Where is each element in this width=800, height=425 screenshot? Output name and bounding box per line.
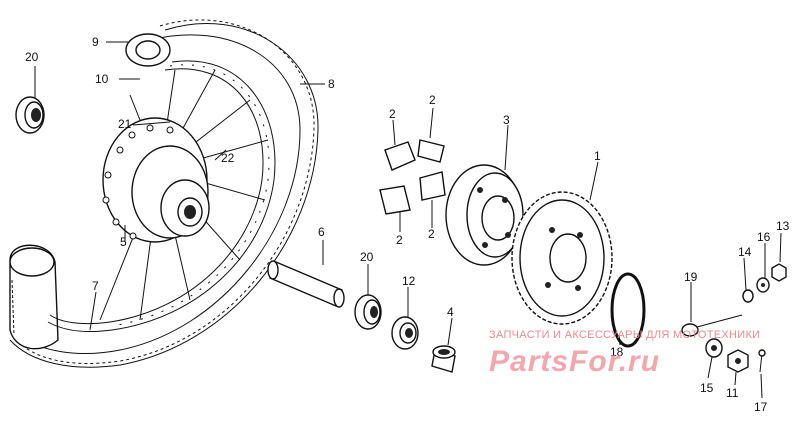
label-part-1: 1 [594, 149, 601, 163]
label-part-2-b: 2 [429, 93, 436, 107]
label-part-16: 16 [757, 230, 771, 244]
nut-13 [771, 263, 787, 282]
label-part-19: 19 [684, 270, 698, 284]
hub [102, 117, 210, 243]
label-part-2-a: 2 [389, 107, 396, 121]
tire [9, 19, 319, 368]
oil-seal [391, 316, 419, 350]
tube-section-top [125, 33, 171, 67]
label-part-4: 4 [447, 305, 454, 319]
collar-4 [431, 345, 456, 373]
distance-collar [267, 260, 345, 308]
driven-flange [445, 164, 524, 266]
label-part-5: 5 [120, 235, 127, 249]
driven-sprocket [511, 191, 613, 325]
label-part-20-middle: 20 [360, 250, 374, 264]
label-part-21: 21 [118, 117, 132, 131]
rim [47, 60, 276, 333]
part-labels: 9 10 20 21 22 8 7 5 6 20 12 4 2 2 2 2 3 … [25, 35, 790, 414]
label-part-10: 10 [95, 72, 109, 86]
label-part-22: 22 [221, 151, 235, 165]
label-part-2-c: 2 [396, 233, 403, 247]
cotter-pin-17 [758, 349, 766, 373]
adjuster-bolt [681, 314, 743, 337]
bearing-20-left [15, 96, 45, 134]
label-part-12: 12 [402, 274, 416, 288]
label-part-18: 18 [610, 345, 624, 359]
label-part-13: 13 [776, 219, 790, 233]
label-part-15: 15 [700, 381, 714, 395]
tire-section-left [9, 244, 59, 350]
label-part-9: 9 [92, 35, 99, 49]
label-part-8: 8 [328, 77, 335, 91]
nut-11 [727, 349, 749, 373]
label-part-17: 17 [754, 400, 768, 414]
washer-14 [742, 289, 754, 303]
watermark-caption: ЗАПЧАСТИ И АКСЕССУАРЫ ДЛЯ МОТОТЕХНИКИ [489, 329, 761, 341]
damper-rubbers [379, 139, 446, 215]
label-part-3: 3 [503, 113, 510, 127]
label-part-14: 14 [738, 245, 752, 259]
bearing-20-middle [354, 294, 382, 330]
label-part-20: 20 [25, 50, 39, 64]
label-part-7: 7 [92, 279, 99, 293]
washer-15 [705, 338, 723, 358]
watermark-logo: PartsFor.ru [489, 345, 661, 378]
label-part-6: 6 [318, 225, 325, 239]
leader-lines [34, 41, 782, 399]
circlip [610, 272, 646, 348]
label-part-11: 11 [726, 386, 739, 400]
label-part-2-d: 2 [428, 227, 435, 241]
washer-16 [756, 277, 770, 293]
